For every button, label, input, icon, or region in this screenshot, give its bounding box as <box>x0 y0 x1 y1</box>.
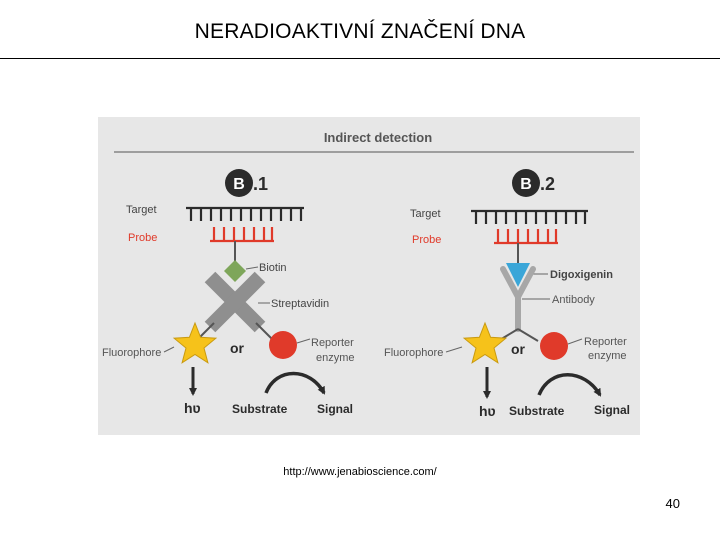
reporter-label-b2-line2: enzyme <box>588 350 627 362</box>
antibody-label: Antibody <box>552 294 595 306</box>
probe-strand-b2 <box>494 229 558 245</box>
badge-b1-suffix: .1 <box>253 174 268 194</box>
target-label-b1: Target <box>126 204 157 216</box>
reporter-enzyme-b2 <box>540 332 568 360</box>
connector-b2-right <box>517 328 539 342</box>
target-strand-b2 <box>471 209 588 224</box>
reporter-label-b1-line2: enzyme <box>316 352 355 364</box>
biotin-diamond <box>224 260 246 282</box>
indirect-detection-figure: Indirect detection B .1 Target Probe Bio… <box>98 117 640 435</box>
target-strand-b1 <box>186 206 304 221</box>
figure-heading: Indirect detection <box>324 130 432 145</box>
fluorophore-star-b2 <box>462 321 508 364</box>
conversion-arrow-b2 <box>537 373 602 397</box>
digoxigenin-triangle <box>506 263 530 287</box>
fluorophore-pointer-b2 <box>445 346 463 353</box>
probe-strand-b1 <box>210 227 274 243</box>
conversion-arrow-b1 <box>264 371 326 395</box>
biotin-pointer <box>245 266 259 270</box>
digoxigenin-label: Digoxigenin <box>550 269 613 281</box>
probe-label-b2: Probe <box>412 234 441 246</box>
badge-b2-letter: B <box>520 176 532 193</box>
fluorophore-label-b2: Fluorophore <box>384 347 443 359</box>
hv-label-b2: hʋ <box>479 403 496 419</box>
fluorophore-star-b1 <box>172 321 218 364</box>
biotin-label: Biotin <box>259 262 287 274</box>
panel-b2: B .2 Target Probe Digoxigenin <box>384 169 630 419</box>
reporter-pointer-b1 <box>296 338 311 344</box>
badge-b1-circle <box>225 169 253 197</box>
badge-b2-suffix: .2 <box>540 174 555 194</box>
target-label-b2: Target <box>410 208 441 220</box>
reporter-label-b2-line1: Reporter <box>584 336 627 348</box>
fluorophore-label-b1: Fluorophore <box>102 347 161 359</box>
badge-b2-circle <box>512 169 540 197</box>
source-url: http://www.jenabioscience.com/ <box>283 466 437 478</box>
substrate-label-b2: Substrate <box>509 404 565 418</box>
reporter-enzyme-b1 <box>269 331 297 359</box>
streptavidin-cross <box>204 271 266 333</box>
panel-b1: B .1 Target Probe Biotin Str <box>102 169 355 416</box>
page-number: 40 <box>665 496 680 511</box>
probe-label-b1: Probe <box>128 232 157 244</box>
signal-label-b2: Signal <box>594 403 630 417</box>
or-label-b1: or <box>230 340 245 356</box>
hv-label-b1: hʋ <box>184 400 201 416</box>
signal-label-b1: Signal <box>317 402 353 416</box>
reporter-label-b1-line1: Reporter <box>311 337 354 349</box>
streptavidin-label: Streptavidin <box>271 298 329 310</box>
slide-title: NERADIOAKTIVNÍ ZNAČENÍ DNA <box>194 20 526 43</box>
substrate-label-b1: Substrate <box>232 402 288 416</box>
antibody-y <box>500 266 536 332</box>
or-label-b2: or <box>511 341 526 357</box>
connector-b1-right <box>255 322 273 340</box>
reporter-pointer-b2 <box>567 338 583 345</box>
title-divider <box>0 58 720 59</box>
badge-b1-letter: B <box>233 176 245 193</box>
fluorophore-pointer-b1 <box>163 346 175 353</box>
